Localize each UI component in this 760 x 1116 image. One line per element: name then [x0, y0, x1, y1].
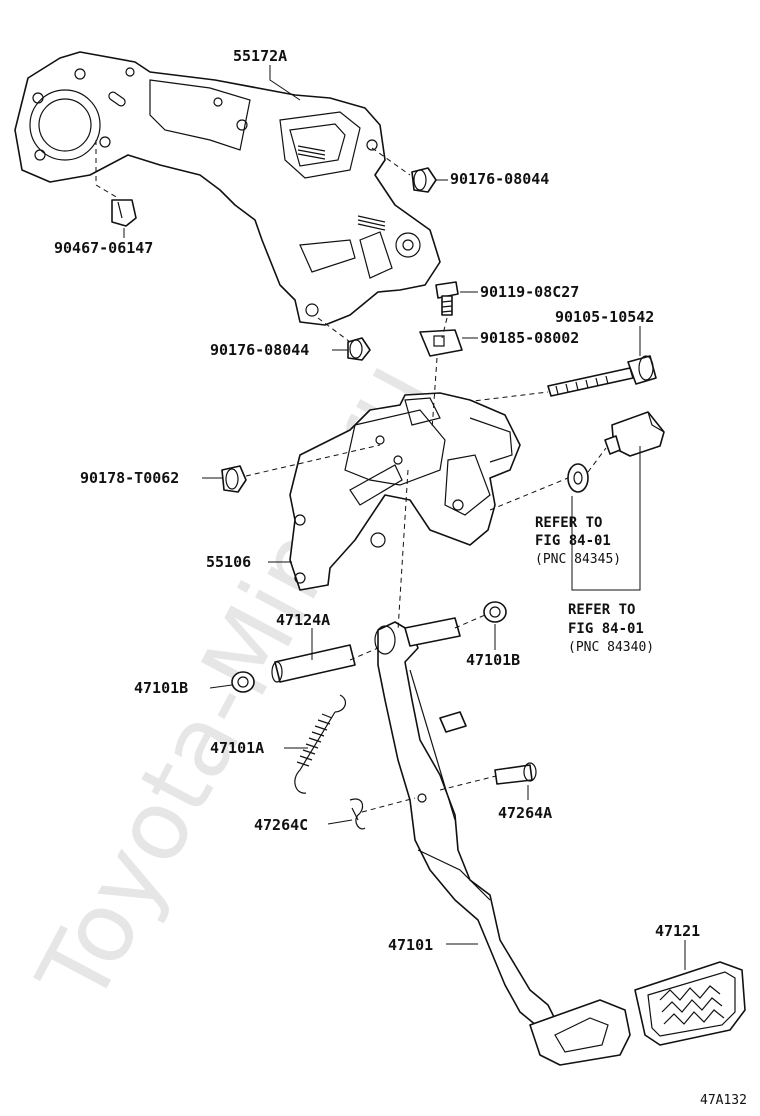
dashline-90178 — [245, 444, 381, 477]
label-47121: 47121 — [655, 922, 700, 940]
dashline-90176-bottom — [317, 317, 351, 343]
label-90105-10542: 90105-10542 — [555, 308, 654, 326]
label-47124A: 47124A — [276, 611, 330, 629]
dashline-47264A — [439, 775, 497, 791]
clip-90185-08002[interactable] — [419, 329, 463, 357]
bolt-90105-10542[interactable] — [547, 355, 657, 397]
label-55106: 55106 — [206, 553, 251, 571]
label-47101B-left: 47101B — [134, 679, 188, 697]
dashline-47264C — [361, 797, 416, 813]
clip-47264C[interactable] — [349, 798, 366, 830]
dashline-clip — [431, 357, 438, 431]
label-47264C: 47264C — [254, 816, 308, 834]
ref-84340-line3: (PNC 84340) — [568, 640, 654, 655]
bracket-55172A[interactable] — [14, 51, 441, 326]
label-47101B-right: 47101B — [466, 651, 520, 669]
leader-47101B-left — [209, 684, 233, 689]
dashline-90467 — [95, 140, 119, 199]
nut-90176-08044-bottom[interactable] — [347, 337, 371, 361]
ref-84345-line1: REFER TO — [535, 515, 602, 531]
dashline-bolt-clip — [441, 317, 448, 339]
label-90176-08044-top: 90176-08044 — [450, 170, 549, 188]
shaft-47124A[interactable] — [271, 617, 461, 683]
bushing-47101B-right[interactable] — [483, 601, 507, 623]
leader-55172A — [269, 65, 301, 101]
figure-code: 47A132 — [700, 1093, 747, 1108]
label-90119-08C27: 90119-08C27 — [480, 283, 579, 301]
bushing-47101B-left[interactable] — [231, 671, 255, 693]
label-90185-08002: 90185-08002 — [480, 329, 579, 347]
dashline-switch — [489, 447, 607, 511]
bolt-90119-08C27[interactable] — [435, 281, 459, 316]
bracket-55106[interactable] — [289, 392, 521, 591]
spring-47101A[interactable] — [294, 694, 347, 794]
ref-bracket — [571, 446, 641, 591]
ref-84340-line2: FIG 84-01 — [568, 621, 644, 637]
reference-note-84340[interactable]: REFER TO FIG 84-01 (PNC 84340) — [568, 602, 654, 655]
label-47101A: 47101A — [210, 739, 264, 757]
pedal-47101[interactable] — [374, 621, 631, 1066]
dashline-shaft — [349, 647, 379, 661]
reference-note-84345[interactable]: REFER TO FIG 84-01 (PNC 84345) — [535, 515, 621, 567]
lock-nut-84345[interactable] — [567, 463, 589, 493]
nut-90176-08044-top[interactable] — [411, 167, 437, 193]
label-90176-08044-bottom: 90176-08044 — [210, 341, 309, 359]
ref-84340-line1: REFER TO — [568, 602, 635, 618]
dashline-90176-top — [371, 147, 411, 176]
pin-47264A[interactable] — [494, 762, 537, 785]
label-90467-06147: 90467-06147 — [54, 239, 153, 257]
stop-lamp-switch-84340[interactable] — [604, 411, 665, 457]
leader-47264C — [327, 819, 353, 825]
label-55172A: 55172A — [233, 47, 287, 65]
label-47101: 47101 — [388, 936, 433, 954]
pedal-pad-47121[interactable] — [634, 961, 746, 1046]
ref-84345-line2: FIG 84-01 — [535, 533, 611, 549]
label-47264A: 47264A — [498, 804, 552, 822]
nut-90178-T0062[interactable] — [221, 465, 247, 493]
nut-90467-06147[interactable] — [111, 199, 137, 227]
label-90178-T0062: 90178-T0062 — [80, 469, 179, 487]
dashline-bushing — [454, 614, 486, 629]
ref-84345-line3: (PNC 84345) — [535, 552, 621, 567]
